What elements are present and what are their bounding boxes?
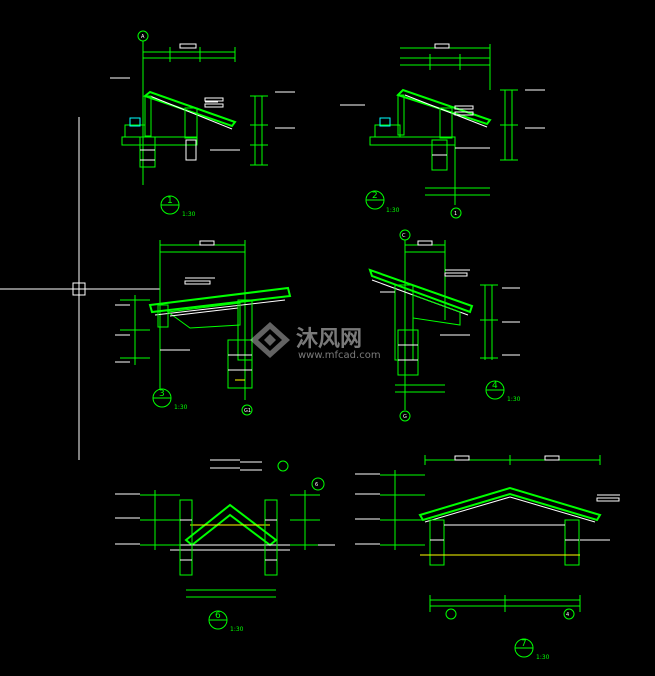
svg-text:G: G xyxy=(403,414,407,420)
detail-number: 2 xyxy=(372,191,378,201)
axis-bubble-g1: G1 xyxy=(244,408,251,414)
detail-6-section: 6 6 1:30 xyxy=(115,459,335,633)
watermark: 沐风网 www.mfcad.com xyxy=(250,322,381,361)
detail-7-section: 4 7 1:30 xyxy=(355,455,620,661)
detail-scale: 1:30 xyxy=(386,207,400,214)
detail-3-section: G1 3 1:30 xyxy=(115,240,292,416)
detail-number: 6 xyxy=(215,611,221,621)
detail-4-section: C G 4 1:30 xyxy=(368,229,521,422)
detail-number: 4 xyxy=(492,381,498,391)
cad-crosshair-cursor xyxy=(0,117,160,460)
detail-scale: 1:30 xyxy=(230,626,244,633)
detail-scale: 1:30 xyxy=(536,654,550,661)
detail-scale: 1:30 xyxy=(507,396,521,403)
axis-bubble-a: A xyxy=(141,34,145,40)
watermark-brand: 沐风网 xyxy=(296,327,362,352)
axis-bubble-c: C xyxy=(402,233,406,239)
axis-bubble-1: 1 xyxy=(454,211,457,217)
detail-2-section: 1 2 1:30 xyxy=(340,43,545,219)
detail-scale: 1:30 xyxy=(174,404,188,411)
detail-number: 3 xyxy=(159,389,165,399)
detail-scale: 1:30 xyxy=(182,211,196,218)
axis-bubble-4: 4 xyxy=(566,612,569,618)
mfcad-logo-icon xyxy=(250,322,290,358)
detail-number: 1 xyxy=(167,196,173,206)
detail-number: 7 xyxy=(521,639,527,649)
watermark-url: www.mfcad.com xyxy=(298,350,381,361)
svg-text:6: 6 xyxy=(315,482,318,488)
detail-1-section: A xyxy=(110,30,295,218)
